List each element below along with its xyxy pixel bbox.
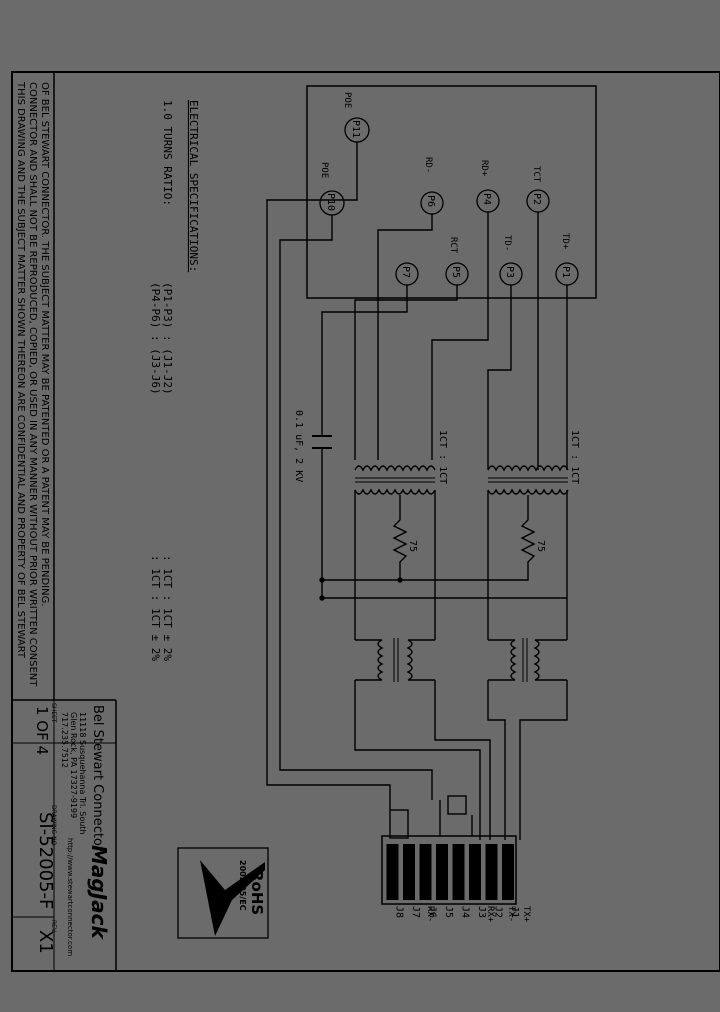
- svg-text:P3: P3: [504, 266, 515, 278]
- magjack-logo: MagJack: [87, 845, 111, 941]
- drawing-number: SI-52005-F: [35, 812, 56, 909]
- jack-pin-label: J4: [460, 906, 471, 918]
- rev-label: REV.: [50, 920, 57, 933]
- sheet-value: 1 OF 4: [33, 706, 51, 755]
- jack-pin-bar: [386, 844, 399, 900]
- pin-p3: P3 TD-: [499, 235, 523, 286]
- turns-heading: 1.0 TURNS RATIO:: [161, 100, 174, 206]
- svg-text:P11: P11: [350, 120, 361, 138]
- label-tx-minus: TX-: [506, 906, 516, 922]
- pin-p10: P10 POE: [319, 162, 345, 216]
- address-line-1: 11118 Susquehanna Trl. South: [78, 712, 87, 835]
- jack-pin-bar: [469, 844, 481, 900]
- jack-pin-bar: [436, 844, 448, 900]
- choke-top: [487, 638, 568, 840]
- label-rd-plus: RD+: [479, 160, 489, 177]
- website: http://www.stewartconnector.com: [66, 838, 74, 956]
- svg-text:P5: P5: [450, 266, 461, 278]
- phone: 717.235.7512: [60, 712, 69, 768]
- address-line-2: Glen Rock, PA 17327-9199: [69, 712, 78, 818]
- label-td-minus: TD-: [502, 235, 512, 251]
- spec-row1-ratio: : 1CT : 1CT ± 2%: [161, 555, 174, 661]
- electrical-specifications: ELECTRICAL SPECIFICATIONS: 1.0 TURNS RAT…: [149, 100, 200, 661]
- transformer-top: [487, 460, 569, 495]
- choke-bottom: [354, 638, 491, 840]
- jack-pin-bar: [485, 844, 498, 900]
- label-poe-a: POE: [342, 92, 352, 108]
- label-rd-minus: RD-: [423, 157, 433, 173]
- label-poe-b: POE: [319, 162, 329, 178]
- pin-p2: P2 TCT: [526, 166, 550, 213]
- jack-pins: J1 J2 J3 J4 J5 J6 J7 J8: [386, 844, 520, 918]
- jack-pin-bar: [419, 844, 432, 900]
- transformer-bottom: [354, 465, 436, 495]
- jack-pin-label: J1: [509, 906, 520, 918]
- rohs-logo: RoHS 2002/95/EC: [177, 847, 269, 939]
- pin-p6: P6 RD-: [420, 157, 444, 215]
- svg-text:P7: P7: [400, 266, 411, 278]
- drawing-label: DRAWING NO.: [50, 805, 57, 847]
- jack-pin-label: J5: [443, 906, 454, 918]
- pin-p7: P7: [395, 262, 419, 286]
- label-td-plus: TD+: [560, 233, 570, 250]
- jack-pin-label: J7: [410, 906, 421, 918]
- jack-pin-label: J2: [493, 906, 504, 918]
- svg-text:P2: P2: [531, 193, 542, 205]
- jack-pin-label: J8: [394, 906, 405, 918]
- jack-small-boxes: [389, 795, 473, 839]
- label-tx-plus: TX+: [521, 906, 531, 923]
- svg-text:P10: P10: [325, 193, 336, 211]
- notice-line-3: OF BEL STEWART CONNECTOR. THE SUBJECT MA…: [39, 82, 50, 607]
- jack-pin-label: J6: [427, 906, 438, 918]
- wiring: [266, 142, 568, 810]
- title-block: Bel Stewart Connector 11118 Susquehanna …: [33, 703, 111, 956]
- svg-text:P1: P1: [560, 266, 571, 278]
- jack-pin-bar: [403, 844, 415, 900]
- connector-box: [306, 85, 597, 299]
- capacitor-label: 0.1 uF, 2 KV: [293, 410, 304, 482]
- resistor-bottom-label: 75: [407, 540, 418, 552]
- label-rct: RCT: [448, 237, 458, 254]
- pin-p11: P11 POE: [342, 92, 370, 143]
- jack-pin-bar: [452, 844, 465, 900]
- ratio-top-label: 1CT : 1CT: [569, 430, 580, 484]
- label-rx-plus: RX+: [485, 906, 495, 923]
- rj45-jack: [381, 835, 517, 905]
- spec-row2-pins: (P4-P6) : (J3-J6): [149, 282, 162, 395]
- jack-pin-label: J3: [476, 906, 487, 918]
- confidential-notice: THIS DRAWING AND THE SUBJECT MATTER SHOW…: [15, 81, 50, 687]
- svg-text:P4: P4: [481, 193, 492, 205]
- rohs-text: RoHS: [248, 870, 266, 915]
- specs-title: ELECTRICAL SPECIFICATIONS:: [187, 100, 200, 272]
- label-tct: TCT: [531, 166, 541, 183]
- pin-p4: P4 RD+: [476, 160, 500, 213]
- notice-line-1: THIS DRAWING AND THE SUBJECT MATTER SHOW…: [15, 81, 26, 659]
- svg-text:P6: P6: [425, 195, 436, 207]
- company-name: Bel Stewart Connector: [90, 705, 105, 852]
- drawing-frame: [11, 71, 720, 972]
- sheet-label: SHEET: [50, 703, 57, 723]
- pin-p5: P5 RCT: [445, 237, 469, 286]
- label-rx-minus: RX-: [425, 906, 435, 922]
- pin-p1: P1 TD+: [555, 233, 579, 286]
- spec-row1-pins: (P1-P3) : (J1-J2): [161, 282, 174, 395]
- notice-line-2: CONNECTOR AND SHALL NOT BE REPRODUCED, C…: [27, 82, 38, 687]
- ratio-bottom-label: 1CT : 1CT: [437, 430, 448, 484]
- rohs-directive: 2002/95/EC: [238, 860, 247, 911]
- resistor-top-label: 75: [535, 540, 546, 552]
- rev-value: X1: [35, 930, 56, 954]
- capacitor: 0.1 uF, 2 KV: [293, 410, 332, 482]
- jack-pin-bar: [502, 844, 514, 900]
- spec-row2-ratio: : 1CT : 1CT ± 2%: [149, 555, 162, 661]
- secondary-wiring: [319, 490, 568, 640]
